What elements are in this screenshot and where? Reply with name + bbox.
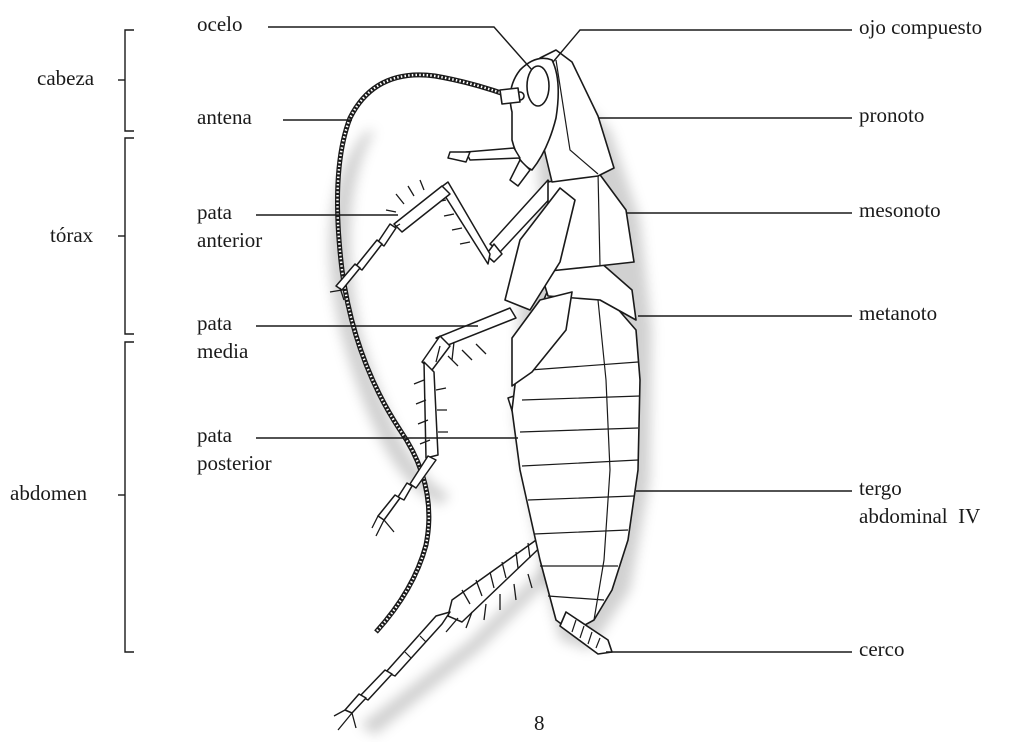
- mesonotum-label: mesonoto: [859, 198, 941, 222]
- thorax-bracket: [118, 138, 134, 334]
- compound-eye: [527, 66, 549, 106]
- hind-leg-label-line1: pata: [197, 423, 233, 447]
- head-region-label: cabeza: [37, 66, 95, 90]
- page-number: 8: [534, 711, 545, 735]
- middle-leg-label-line2: media: [197, 339, 249, 363]
- hind-leg-label-line2: posterior: [197, 451, 272, 475]
- front-leg-label-line1: pata: [197, 200, 233, 224]
- pronotum-label: pronoto: [859, 103, 924, 127]
- compound-eye-label: ojo compuesto: [859, 15, 982, 39]
- antenna-label: antena: [197, 105, 252, 129]
- tergite-label-line2: abdominal IV: [859, 504, 980, 528]
- middle-leg-label-line1: pata: [197, 311, 233, 335]
- cercus-label: cerco: [859, 637, 904, 661]
- front-leg-label-line2: anterior: [197, 228, 262, 252]
- metanotum-label: metanoto: [859, 301, 937, 325]
- head-bracket: [118, 30, 134, 131]
- abdomen-bracket: [118, 342, 134, 652]
- abdomen-region-label: abdomen: [10, 481, 87, 505]
- thorax-region-label: tórax: [50, 223, 94, 247]
- ocellus-label: ocelo: [197, 12, 242, 36]
- tergite-label-line1: tergo: [859, 476, 902, 500]
